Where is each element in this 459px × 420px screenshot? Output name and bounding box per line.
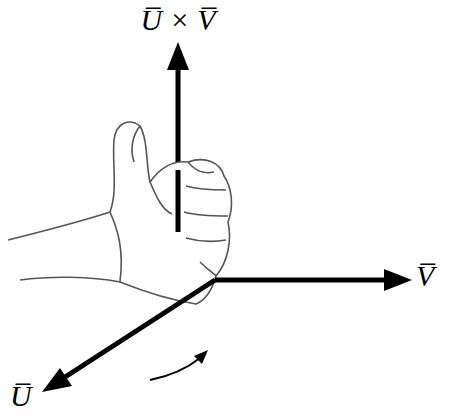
arrowhead xyxy=(167,42,189,70)
vector-label: V̅ xyxy=(416,258,434,294)
rotation-arrow xyxy=(150,358,200,380)
v-arrow xyxy=(215,278,388,283)
u-arrow xyxy=(62,280,215,379)
arrowhead xyxy=(384,269,412,291)
arrowhead xyxy=(42,368,72,392)
arrowhead xyxy=(194,350,208,364)
hand-sketch xyxy=(8,122,231,304)
vector-label: U̅ xyxy=(10,378,32,414)
cross-product-arrow xyxy=(176,66,181,245)
vector-label: U̅ × V̅ xyxy=(140,2,215,38)
